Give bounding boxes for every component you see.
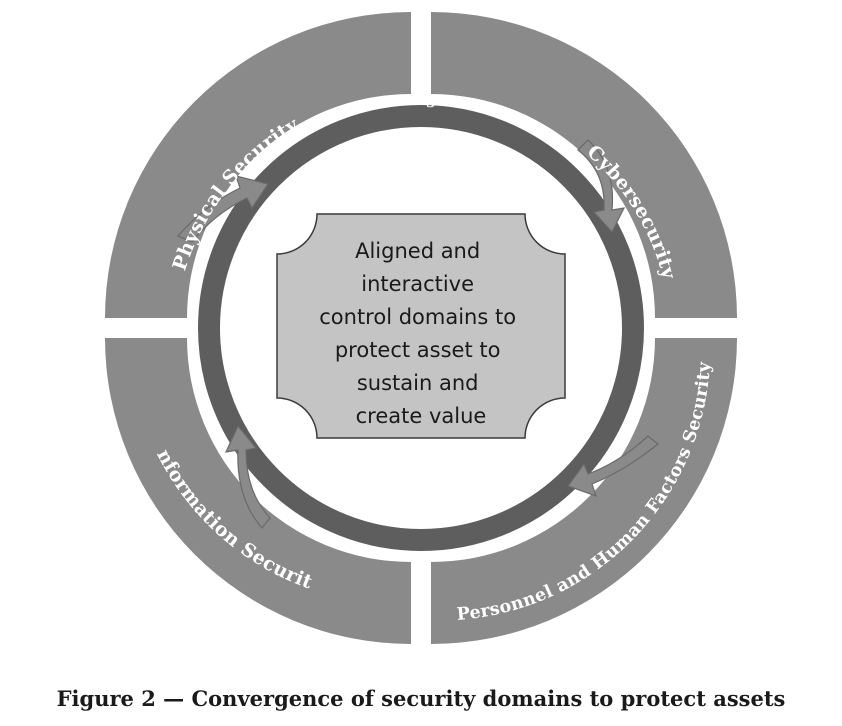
arrow-cyber-to-ring [577, 139, 626, 234]
center-line: control domains to [319, 305, 516, 329]
quadrant-personnel-security [431, 338, 737, 644]
quadrant-cybersecurity [431, 12, 737, 318]
convergence-ring [198, 105, 644, 551]
center-box [276, 213, 566, 439]
center-text: Aligned and interactive control domains … [319, 239, 523, 428]
quadrant-information-security [105, 338, 411, 644]
quadrant-physical-security [105, 12, 411, 318]
center-line: create value [356, 404, 487, 428]
figure-caption: Figure 2 — Convergence of security domai… [56, 686, 786, 711]
center-line: interactive [361, 272, 474, 296]
center-line: Aligned and [355, 239, 480, 263]
convergence-diagram: Physical Security Cybersecurity Informat… [105, 12, 737, 644]
arrow-physical-to-ring [177, 175, 269, 243]
center-line: protect asset to [335, 338, 501, 362]
center-line: sustain and [357, 371, 479, 395]
arrow-personnel-to-ring [567, 435, 659, 497]
arrow-information-to-ring [224, 424, 271, 529]
